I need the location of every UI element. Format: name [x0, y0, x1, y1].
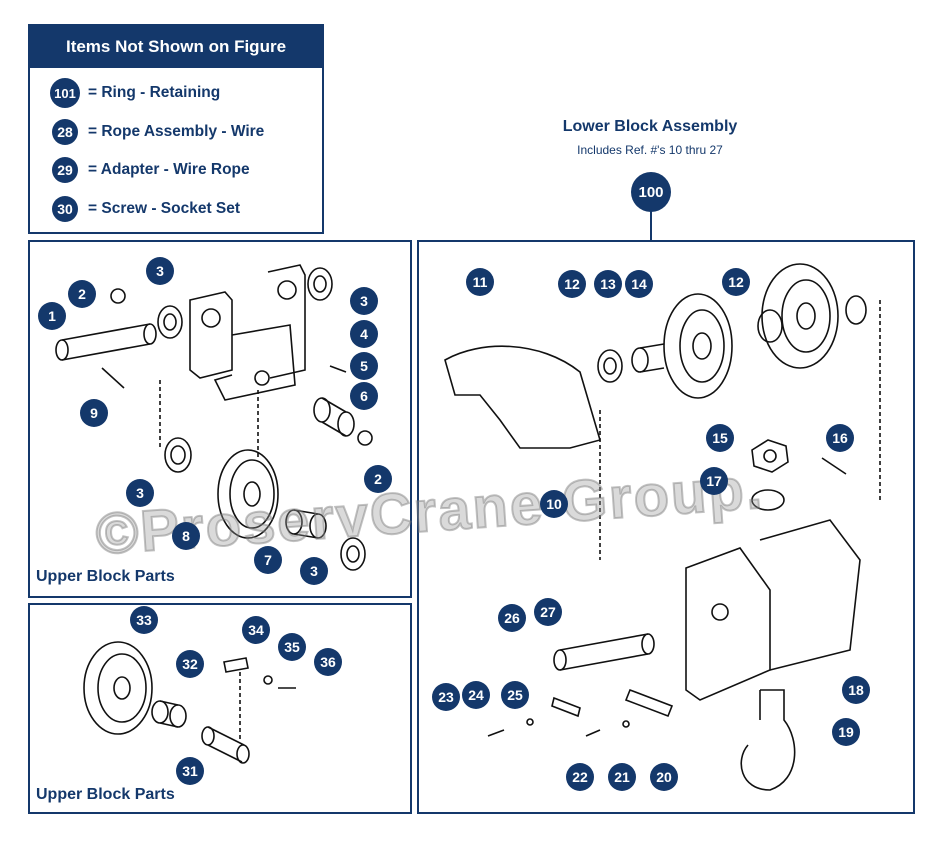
ref-badge: 28	[52, 119, 78, 145]
upper-block-label-2: Upper Block Parts	[36, 786, 175, 803]
callout-22: 22	[566, 763, 594, 791]
callout-19: 19	[832, 718, 860, 746]
callout-12: 12	[722, 268, 750, 296]
legend-item: 29 = Adapter - Wire Rope	[50, 155, 250, 185]
callout-16: 16	[826, 424, 854, 452]
callout-24: 24	[462, 681, 490, 709]
legend-item-label: = Screw - Socket Set	[88, 200, 241, 217]
lower-block-subtitle: Includes Ref. #'s 10 thru 27	[577, 143, 723, 157]
callout-6: 6	[350, 382, 378, 410]
legend-title: Items Not Shown on Figure	[30, 26, 322, 68]
callout-33: 33	[130, 606, 158, 634]
ref-badge: 30	[52, 196, 78, 222]
callout-2: 2	[364, 465, 392, 493]
callout-26: 26	[498, 604, 526, 632]
ref-badge: 29	[52, 157, 78, 183]
callout-7: 7	[254, 546, 282, 574]
legend-item-label: = Ring - Retaining	[88, 84, 221, 101]
callout-27: 27	[534, 598, 562, 626]
lower-block-title: Lower Block Assembly	[562, 118, 738, 135]
lower-block-panel	[417, 240, 915, 814]
callout-3: 3	[126, 479, 154, 507]
legend-box: Items Not Shown on Figure 101 = Ring - R…	[28, 24, 324, 234]
callout-18: 18	[842, 676, 870, 704]
callout-10: 10	[540, 490, 568, 518]
callout-12: 12	[558, 270, 586, 298]
pin-part	[55, 323, 157, 361]
upper-block-panel-2	[28, 603, 412, 814]
legend-item-label: = Rope Assembly - Wire	[88, 123, 265, 140]
callout-1: 1	[38, 302, 66, 330]
callout-21: 21	[608, 763, 636, 791]
upper-block-label-1: Upper Block Parts	[36, 568, 175, 585]
callout-31: 31	[176, 757, 204, 785]
ref-badge: 101	[50, 78, 80, 108]
callout-4: 4	[350, 320, 378, 348]
callout-13: 13	[594, 270, 622, 298]
upper-block-panel-1	[28, 240, 412, 598]
legend-item-label: = Adapter - Wire Rope	[88, 161, 250, 178]
callout-3: 3	[300, 557, 328, 585]
callout-5: 5	[350, 352, 378, 380]
callout-3: 3	[350, 287, 378, 315]
callout-15: 15	[706, 424, 734, 452]
legend-item: 101 = Ring - Retaining	[50, 78, 220, 108]
callout-3: 3	[146, 257, 174, 285]
callout-25: 25	[501, 681, 529, 709]
callout-2: 2	[68, 280, 96, 308]
callout-17: 17	[700, 467, 728, 495]
callout-14: 14	[625, 270, 653, 298]
callout-34: 34	[242, 616, 270, 644]
callout-23: 23	[432, 683, 460, 711]
callout-20: 20	[650, 763, 678, 791]
callout-36: 36	[314, 648, 342, 676]
callout-8: 8	[172, 522, 200, 550]
callout-35: 35	[278, 633, 306, 661]
legend-item: 28 = Rope Assembly - Wire	[50, 117, 264, 147]
legend-item: 30 = Screw - Socket Set	[50, 194, 240, 224]
callout-32: 32	[176, 650, 204, 678]
callout-11: 11	[466, 268, 494, 296]
callout-9: 9	[80, 399, 108, 427]
callout-100: 100	[631, 172, 671, 212]
